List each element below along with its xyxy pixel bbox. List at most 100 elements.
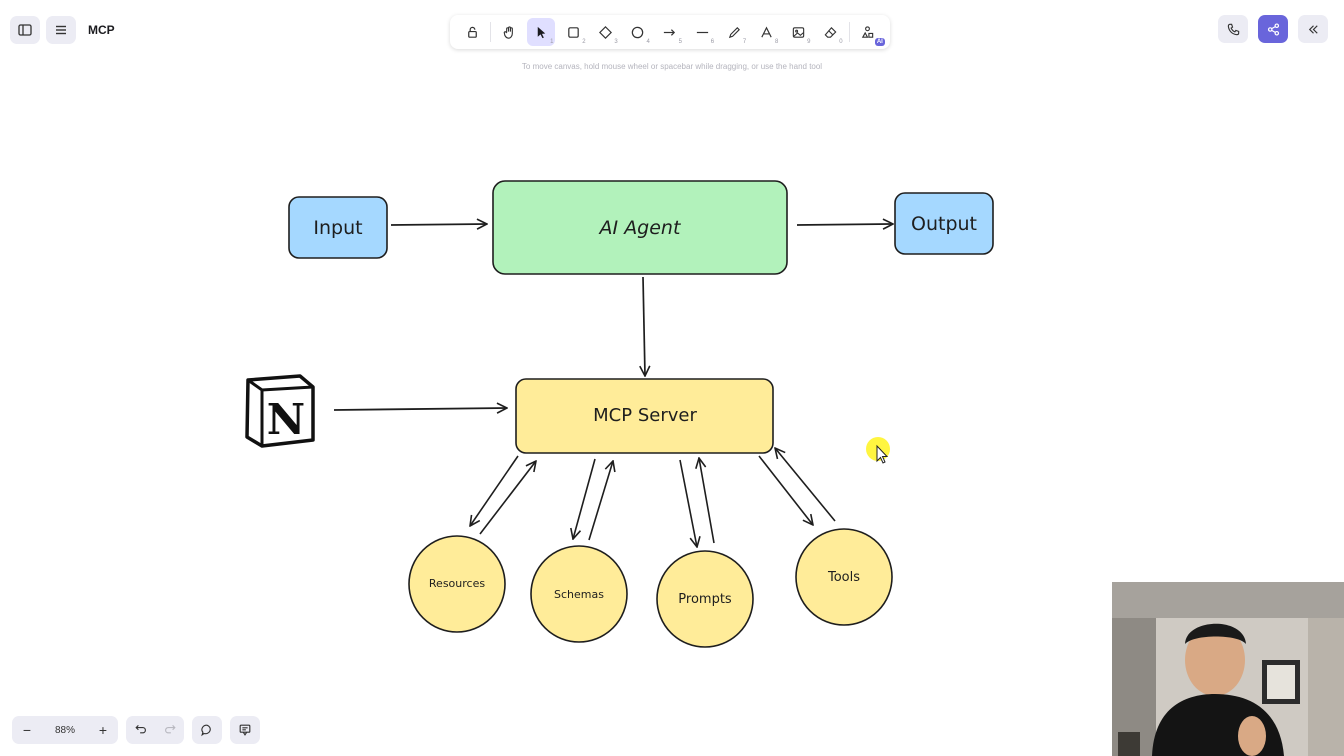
eraser-icon — [824, 26, 837, 38]
tool-image[interactable]: 9 — [784, 18, 812, 46]
input-label: Input — [313, 217, 362, 239]
shapes-library-icon — [862, 25, 874, 38]
ai-agent-box[interactable] — [492, 180, 788, 275]
webcam-overlay — [1112, 582, 1344, 756]
rectangle-icon — [568, 26, 579, 38]
hand-icon — [503, 25, 513, 39]
top-right-controls — [1218, 15, 1328, 43]
tool-lock[interactable] — [458, 18, 486, 46]
ellipse-icon — [632, 26, 644, 38]
prompts-label: Prompts — [678, 592, 732, 607]
arrow-notion-to-mcp[interactable] — [333, 408, 507, 410]
share-button[interactable] — [1258, 15, 1288, 43]
text-icon — [761, 26, 772, 37]
undo-button[interactable] — [134, 721, 148, 740]
tool-diamond[interactable]: 3 — [592, 18, 620, 46]
main-menu-button[interactable] — [46, 16, 76, 44]
tool-draw[interactable]: 7 — [720, 18, 748, 46]
presentation-button[interactable] — [230, 716, 260, 744]
tool-line[interactable]: 6 — [688, 18, 716, 46]
top-left-controls: MCP — [10, 16, 115, 44]
tool-key: 0 — [839, 39, 843, 45]
lock-icon — [467, 26, 477, 38]
tool-key: 7 — [742, 39, 747, 45]
arrow-mcp-to-schemas[interactable] — [573, 458, 596, 539]
zoom-out-button[interactable]: − — [22, 722, 32, 738]
tool-rectangle[interactable]: 2 — [560, 18, 588, 46]
arrow-input-to-agent[interactable] — [390, 224, 487, 225]
redo-icon — [164, 724, 176, 733]
call-button[interactable] — [1218, 15, 1248, 43]
arrow-mcp-to-resources[interactable] — [470, 455, 519, 526]
tool-ellipse[interactable]: 4 — [624, 18, 652, 46]
collapse-panel-button[interactable] — [1298, 15, 1328, 43]
undo-icon — [134, 724, 146, 733]
image-icon — [792, 26, 805, 38]
zoom-in-button[interactable]: + — [98, 722, 108, 738]
tool-eraser[interactable]: 0 — [817, 18, 845, 46]
tool-arrow[interactable]: 5 — [656, 18, 684, 46]
canvas-hint: To move canvas, hold mouse wheel or spac… — [521, 62, 823, 71]
tool-selection[interactable]: 1 — [527, 18, 556, 46]
tool-key: 9 — [807, 39, 811, 45]
pointer-icon — [537, 26, 546, 38]
zoom-controls: − 88% + — [12, 716, 118, 744]
tool-key: 4 — [646, 39, 650, 45]
comment-button[interactable] — [192, 716, 222, 744]
arrow-tools-to-mcp[interactable] — [775, 448, 836, 522]
tool-hand[interactable] — [495, 18, 523, 46]
schemas-node[interactable] — [530, 545, 628, 643]
output-box[interactable] — [894, 192, 994, 255]
tool-extra-ai[interactable]: AI — [854, 18, 885, 46]
prompts-node[interactable] — [656, 550, 754, 648]
arrow-icon — [664, 28, 676, 36]
chevrons-left-icon — [1308, 24, 1318, 34]
presenter-video — [1112, 582, 1344, 756]
hamburger-icon — [56, 25, 66, 35]
ai-badge: AI — [874, 38, 885, 46]
bottom-controls: − 88% + — [12, 716, 260, 744]
history-controls — [126, 716, 184, 744]
arrow-mcp-to-prompts[interactable] — [679, 459, 697, 547]
mcp-server-box[interactable] — [515, 378, 774, 454]
arrow-mcp-to-tools[interactable] — [758, 455, 813, 525]
tools-label: Tools — [827, 570, 860, 585]
toolbar-divider — [848, 22, 850, 42]
tool-key: 8 — [774, 39, 779, 45]
line-icon — [696, 31, 708, 33]
phone-icon — [1227, 23, 1239, 35]
presentation-icon — [239, 724, 251, 736]
redo-button[interactable] — [163, 721, 177, 740]
arrow-schemas-to-mcp[interactable] — [588, 461, 613, 541]
zoom-level[interactable]: 88% — [54, 724, 75, 736]
tool-key: 2 — [582, 39, 586, 45]
tool-key: 5 — [678, 39, 682, 45]
share-icon — [1267, 22, 1279, 36]
schemas-label: Schemas — [554, 588, 604, 601]
pencil-icon — [728, 26, 740, 38]
input-box[interactable] — [288, 196, 388, 259]
ai-agent-label: AI Agent — [598, 217, 682, 239]
shape-toolbar: 1 2 3 4 5 6 7 8 9 0 AI — [450, 15, 890, 49]
notion-logo-letter: N — [267, 395, 305, 444]
tools-node[interactable] — [795, 528, 893, 626]
tool-text[interactable]: 8 — [752, 18, 780, 46]
notion-logo[interactable]: N — [245, 374, 315, 448]
tool-key: 3 — [614, 39, 618, 45]
arrow-agent-to-mcp[interactable] — [643, 276, 645, 376]
toolbar-divider — [490, 22, 492, 42]
chat-bubble-icon — [201, 724, 211, 737]
arrow-prompts-to-mcp[interactable] — [699, 458, 715, 544]
mcp-server-label: MCP Server — [593, 405, 697, 426]
file-name[interactable]: MCP — [88, 23, 115, 37]
sidebar-icon — [18, 24, 32, 36]
arrow-resources-to-mcp[interactable] — [479, 461, 536, 535]
resources-label: Resources — [429, 577, 485, 590]
tool-key: 1 — [550, 39, 554, 45]
toggle-sidebar-button[interactable] — [10, 16, 40, 44]
arrow-agent-to-output[interactable] — [796, 224, 893, 225]
mouse-cursor-icon — [876, 444, 889, 464]
diamond-icon — [599, 25, 613, 39]
resources-node[interactable] — [408, 535, 506, 633]
